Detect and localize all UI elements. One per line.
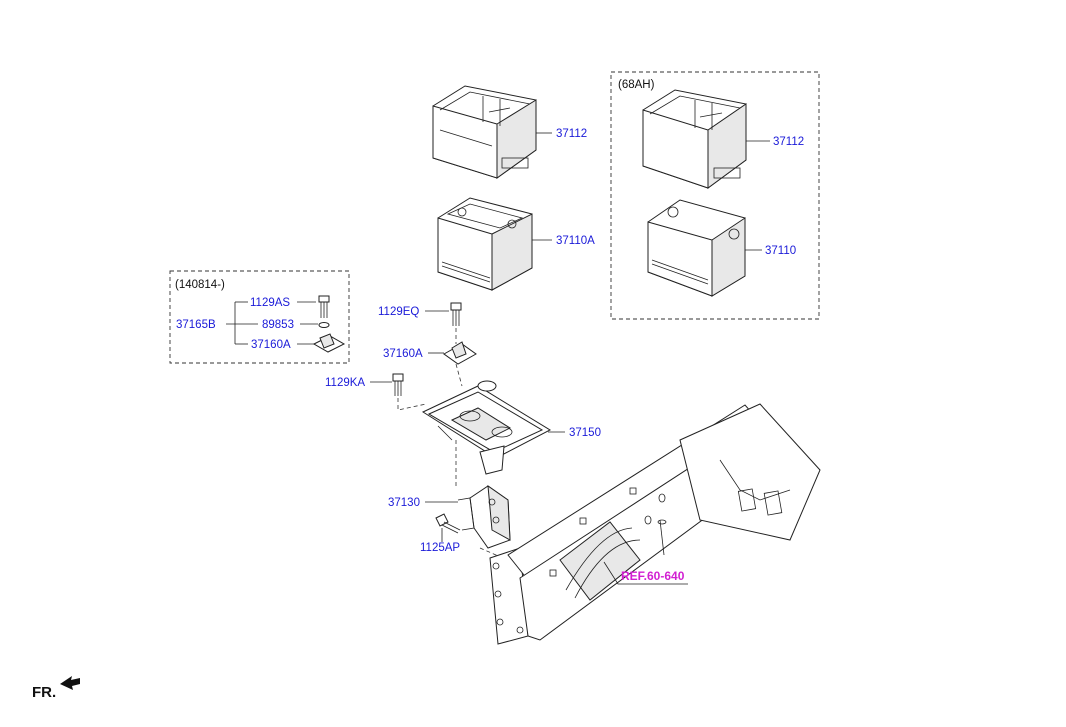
battery-37110a [437,197,533,291]
reference-label[interactable]: REF.60-640 [621,569,685,583]
leader-ref [603,561,688,585]
label-37130: 37130 [388,497,420,509]
bolt-1129as [318,295,330,318]
label-37165b: 37165B [176,319,216,331]
label-37110a: 37110A [556,235,595,247]
label-37112-main: 37112 [556,128,587,140]
label-37160a-kit: 37160A [251,339,291,351]
variant-68ah-box [610,71,820,320]
battery-cover-37112 [432,85,537,179]
variant-68ah-title: (68AH) [618,79,655,91]
variant-140814-title: (140814-) [175,279,225,291]
variant-140814-box [169,270,350,364]
label-37150: 37150 [569,427,601,439]
label-37110-68ah: 37110 [765,245,796,257]
dash-1129ka [397,398,427,411]
battery-37110-68ah [647,199,746,297]
washer-89853 [318,322,330,328]
front-side-member [489,403,821,645]
label-1129as: 1129AS [250,297,290,309]
front-direction-label: FR. [32,684,56,701]
label-1129eq: 1129EQ [378,306,419,318]
bolt-1129eq [450,302,462,326]
battery-tray-37150 [421,380,552,475]
dash-37160a [455,363,463,387]
bracket-37130 [457,484,511,549]
bolt-1125ap [435,513,461,534]
label-37160a: 37160A [383,348,423,360]
battery-cover-37112-68ah [642,89,747,189]
label-89853: 89853 [262,319,294,331]
bolt-1129ka [392,373,404,396]
front-direction-arrow-icon [60,676,80,690]
label-37112-68ah: 37112 [773,136,804,148]
bracket-37160a [443,341,477,365]
label-1125ap: 1125AP [420,542,460,554]
bracket-37160a-kit [312,333,346,353]
label-1129ka: 1129KA [325,377,365,389]
